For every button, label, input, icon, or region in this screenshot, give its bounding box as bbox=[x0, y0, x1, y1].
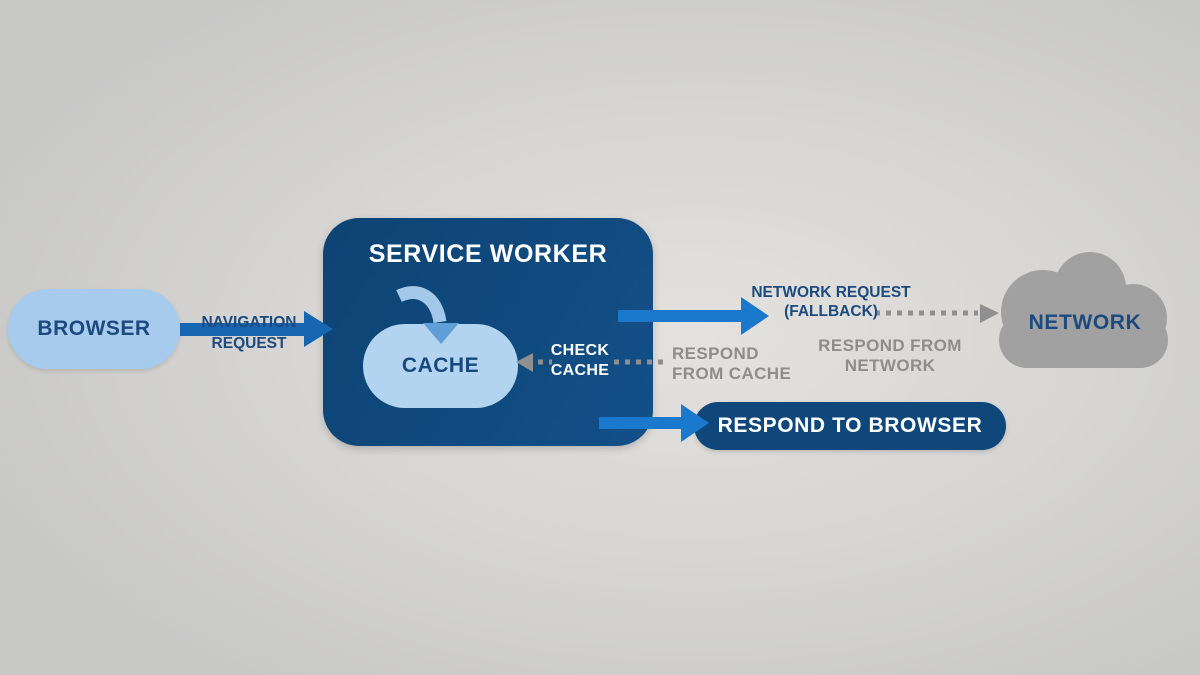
respond-from-network-label: RESPOND FROM NETWORK bbox=[816, 336, 964, 376]
respond-from-cache-label: RESPOND FROM CACHE bbox=[672, 344, 791, 384]
network-request-label-line1: NETWORK REQUEST bbox=[751, 284, 911, 301]
respond-from-network-line2: NETWORK bbox=[844, 356, 936, 375]
respond-from-cache-line1: RESPOND bbox=[672, 344, 759, 363]
respond-from-cache-line2: FROM CACHE bbox=[672, 364, 792, 383]
check-cache-label-line2: CACHE bbox=[550, 362, 610, 379]
cache-label: CACHE bbox=[401, 354, 480, 377]
navigation-request-label: NAVIGATION REQUEST bbox=[191, 312, 307, 354]
service-worker-title: SERVICE WORKER bbox=[368, 240, 608, 268]
navigation-request-label-line2: REQUEST bbox=[211, 335, 287, 352]
navigation-request-label-line1: NAVIGATION bbox=[201, 314, 297, 331]
network-cloud-icon bbox=[999, 252, 1168, 368]
network-request-fallback-label: NETWORK REQUEST (FALLBACK) bbox=[745, 283, 917, 321]
network-label: NETWORK bbox=[1028, 311, 1142, 334]
cache-node: CACHE bbox=[363, 324, 518, 408]
respond-from-network-line1: RESPOND FROM bbox=[818, 336, 962, 355]
browser-label: BROWSER bbox=[37, 317, 151, 340]
browser-node: BROWSER bbox=[8, 289, 180, 369]
respond-to-browser-node: RESPOND TO BROWSER bbox=[694, 402, 1006, 450]
network-request-label-line2: (FALLBACK) bbox=[784, 303, 878, 320]
check-cache-label: CHECK CACHE bbox=[541, 341, 619, 381]
check-cache-label-line1: CHECK bbox=[550, 342, 610, 359]
respond-to-browser-label: RESPOND TO BROWSER bbox=[717, 414, 983, 437]
